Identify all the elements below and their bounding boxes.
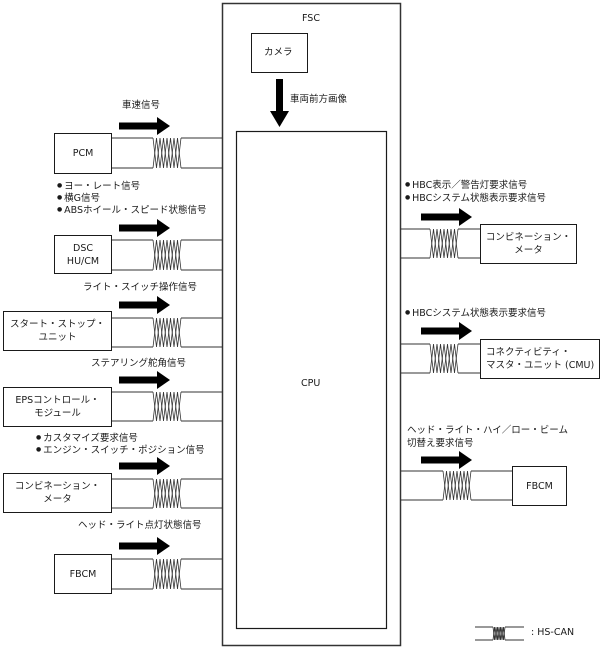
module-label-line1: DSC — [73, 242, 93, 254]
fsc-box — [221, 2, 402, 647]
module-pcm: PCM — [54, 133, 112, 174]
signal-arrow-dsc-icon — [119, 219, 170, 237]
signal-arrow-right-combi-meter-icon — [421, 208, 472, 226]
signal-engine-switch-position: エンジン・スイッチ・ポジション信号 — [36, 444, 205, 457]
module-label-line1: コンビネーション・ — [485, 232, 572, 243]
signal-hbc-system-status-cmu: HBCシステム状態表示要求信号 — [405, 307, 546, 320]
module-label-line2: マスタ・ユニット (CMU) — [486, 360, 595, 371]
module-label-line1: EPSコントロール・ — [15, 395, 100, 406]
signal-arrow-start-stop-icon — [119, 296, 170, 314]
signal-headlight-beam-switch-line2: 切替え要求信号 — [407, 438, 474, 449]
signal-customize-request: カスタマイズ要求信号 — [36, 432, 138, 445]
module-fbcm-right: FBCM — [512, 466, 567, 506]
cpu-label: CPU — [301, 378, 321, 389]
signal-arrow-eps-icon — [119, 371, 170, 389]
signal-light-switch: ライト・スイッチ操作信号 — [83, 282, 198, 293]
module-label-line2: モジュール — [34, 408, 81, 419]
module-label-line1: コネクティビティ・ — [486, 347, 571, 358]
module-fbcm-left: FBCM — [54, 554, 112, 594]
hs-can-wire-start-stop — [112, 317, 222, 348]
module-label: FBCM — [69, 568, 97, 580]
fsc-label: FSC — [302, 13, 320, 24]
signal-steering-angle: ステアリング舵角信号 — [91, 358, 187, 369]
module-eps-control-module: EPSコントロール・ モジュール — [3, 387, 112, 427]
module-label-line2: HU/CM — [66, 255, 100, 267]
module-label-line2: メータ — [43, 494, 72, 505]
legend-hs-can-symbol — [475, 626, 524, 641]
module-label-line2: メータ — [514, 245, 543, 256]
module-combination-meter-left: コンビネーション・ メータ — [3, 473, 112, 513]
signal-arrow-combi-meter-icon — [119, 457, 170, 475]
module-cmu: コネクティビティ・ マスタ・ユニット (CMU) — [480, 339, 600, 379]
camera-arrow-icon — [270, 79, 289, 127]
signal-hbc-display-warning: HBC表示／警告灯要求信号 — [405, 179, 527, 192]
signal-headlight-beam-switch-line1: ヘッド・ライト・ハイ／ロー・ビーム — [407, 425, 569, 436]
legend-label: : HS-CAN — [531, 627, 575, 638]
signal-arrow-right-cmu-icon — [421, 322, 472, 340]
module-label-line2: ユニット — [38, 332, 77, 343]
hs-can-wire-right-fbcm — [400, 470, 512, 501]
legend-twisted-pair-icon — [475, 626, 524, 641]
cpu-box — [235, 130, 388, 630]
hs-can-wire-pcm — [112, 137, 222, 169]
hs-can-wire-combi-meter — [112, 478, 222, 509]
hs-can-wire-fbcm — [112, 558, 222, 590]
hs-can-wire-eps — [112, 391, 222, 422]
module-label: FBCM — [526, 480, 553, 492]
hs-can-wire-right-combi-meter — [400, 228, 480, 259]
signal-lateral-g: 横G信号 — [57, 192, 100, 205]
signal-vehicle-speed: 車速信号 — [122, 100, 161, 111]
module-combination-meter-right: コンビネーション・ メータ — [480, 224, 577, 264]
module-label-line1: スタート・ストップ・ — [9, 319, 105, 330]
signal-yaw-rate: ヨー・レート信号 — [57, 180, 140, 193]
signal-hbc-system-status: HBCシステム状態表示要求信号 — [405, 192, 546, 205]
camera-box — [251, 33, 308, 73]
module-start-stop-unit: スタート・ストップ・ ユニット — [3, 311, 112, 351]
module-label-line1: コンビネーション・ — [14, 481, 101, 492]
signal-abs-wheel-speed: ABSホイール・スピード状態信号 — [57, 204, 206, 217]
signal-headlight-status: ヘッド・ライト点灯状態信号 — [78, 520, 202, 531]
camera-signal-label: 車両前方画像 — [290, 94, 348, 105]
signal-arrow-pcm-icon — [119, 117, 170, 135]
hs-can-wire-dsc — [112, 239, 222, 271]
camera-label: カメラ — [264, 47, 293, 58]
signal-arrow-fbcm-icon — [119, 537, 170, 555]
signal-arrow-right-fbcm-icon — [421, 451, 472, 469]
module-dsc-hu-cm: DSC HU/CM — [54, 235, 112, 274]
module-label: PCM — [72, 148, 94, 159]
hs-can-wire-right-cmu — [400, 343, 480, 374]
